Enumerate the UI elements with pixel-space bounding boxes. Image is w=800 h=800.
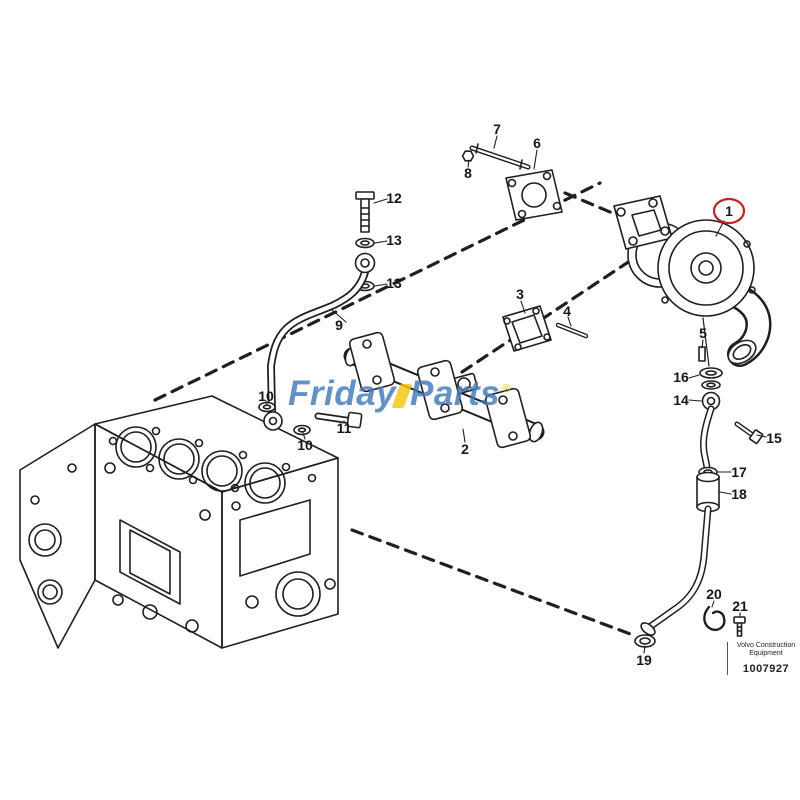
washer-13-upper: [355, 237, 375, 249]
callout-17: 17: [731, 464, 747, 480]
bolt-11: [293, 411, 363, 436]
clamp-20: [703, 605, 726, 631]
callout-18: 18: [731, 486, 747, 502]
stud-5: [698, 346, 706, 362]
stud-4: [555, 322, 589, 339]
callout-14: 14: [673, 392, 689, 408]
callout-13-upper: 13: [386, 232, 402, 248]
title-block: Volvo Construction Equipment 1007927: [727, 642, 800, 675]
highlight-ring: [712, 197, 746, 225]
callout-19: 19: [636, 652, 652, 668]
callout-12: 12: [386, 190, 402, 206]
callout-2: 2: [461, 441, 469, 457]
callout-6: 6: [533, 135, 541, 151]
washers-16: [699, 367, 723, 390]
callout-7: 7: [493, 121, 501, 137]
callout-11: 11: [336, 420, 352, 436]
brand-line1: Volvo Construction: [736, 642, 796, 649]
gasket-3: [502, 305, 552, 352]
exhaust-manifold: [343, 331, 545, 449]
callout-10-left: 10: [258, 388, 274, 404]
callout-1-highlighted: 1: [725, 203, 733, 219]
callout-13-lower: 13: [386, 275, 402, 291]
callout-10-right: 10: [297, 437, 313, 453]
bolt-12: [355, 191, 375, 233]
watermark-text-left: Friday: [288, 374, 397, 413]
nut-8: [461, 150, 475, 162]
drawing-number: 1007927: [742, 663, 790, 675]
watermark-text-right: Parts: [410, 374, 501, 413]
callout-21: 21: [732, 598, 748, 614]
stud-7: [469, 143, 531, 170]
bolt-21: [733, 616, 746, 637]
callout-9: 9: [335, 317, 343, 333]
leader-lines: [265, 135, 767, 654]
oil-return-pipe: [634, 405, 720, 648]
flange-gasket-6: [505, 169, 563, 221]
watermark: Friday Parts®: [288, 374, 511, 414]
turbocharger: [613, 195, 772, 367]
brand-line2: Equipment: [749, 650, 783, 657]
registered-mark: ®: [502, 383, 511, 396]
callout-8: 8: [464, 165, 472, 181]
engine-block: [19, 395, 339, 649]
callout-4: 4: [563, 303, 571, 319]
callout-16: 16: [673, 369, 689, 385]
callout-5: 5: [699, 325, 707, 341]
callout-3: 3: [516, 286, 524, 302]
callout-15: 15: [766, 430, 782, 446]
bolt-15: [734, 421, 764, 445]
callout-20: 20: [706, 586, 722, 602]
